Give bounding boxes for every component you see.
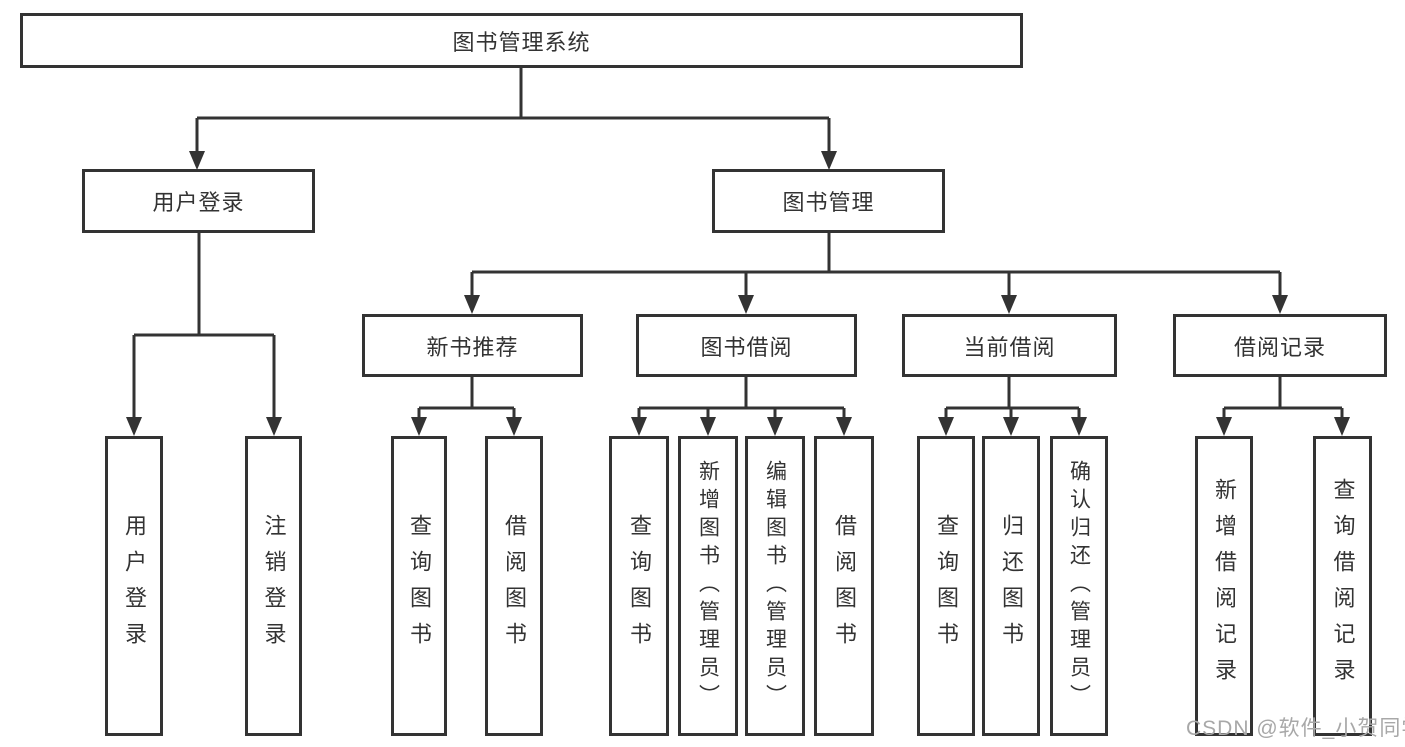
node-current-borrowing: 当前借阅 <box>902 314 1117 377</box>
leaf-add-book-admin: 新增图书（管理员） <box>678 436 738 736</box>
node-label: 当前借阅 <box>963 334 1056 360</box>
node-label: 图书借阅 <box>700 334 793 360</box>
node-label: 新书推荐 <box>426 334 519 360</box>
node-label: 编辑图书（管理员） <box>763 460 787 712</box>
node-label: 新增借阅记录 <box>1212 478 1237 694</box>
node-label: 图书管理 <box>782 190 875 215</box>
node-book-borrowing: 图书借阅 <box>636 314 857 377</box>
leaf-query-books-recommend: 查询图书 <box>391 436 447 736</box>
leaf-borrow-books-recommend: 借阅图书 <box>485 436 543 736</box>
node-borrowing-records: 借阅记录 <box>1173 314 1387 377</box>
leaf-query-books-current: 查询图书 <box>917 436 975 736</box>
leaf-confirm-return-admin: 确认归还（管理员） <box>1050 436 1108 736</box>
node-library-management-system: 图书管理系统 <box>20 13 1023 68</box>
node-label: 查询图书 <box>407 514 432 658</box>
arrowheads <box>126 151 1350 436</box>
node-label: 查询借阅记录 <box>1330 478 1356 694</box>
node-label: 注销登录 <box>261 514 287 658</box>
leaf-query-books-borrowing: 查询图书 <box>609 436 669 736</box>
node-label: 确认归还（管理员） <box>1067 460 1091 712</box>
node-label: 借阅记录 <box>1233 334 1326 360</box>
node-label: 新增图书（管理员） <box>696 460 720 712</box>
leaf-add-borrow-record: 新增借阅记录 <box>1195 436 1253 736</box>
node-book-management: 图书管理 <box>712 169 945 233</box>
node-label: 用户登录 <box>152 190 245 215</box>
node-new-book-recommend: 新书推荐 <box>362 314 583 377</box>
leaf-borrow-books-borrowing: 借阅图书 <box>814 436 874 736</box>
node-label: 借阅图书 <box>502 514 527 658</box>
node-label: 查询图书 <box>934 514 959 658</box>
node-label: 图书管理系统 <box>452 29 591 55</box>
node-label: 归还图书 <box>999 514 1024 658</box>
leaf-logout: 注销登录 <box>245 436 302 736</box>
leaf-edit-book-admin: 编辑图书（管理员） <box>745 436 805 736</box>
watermark-text: CSDN @软件_小贺同学 <box>1186 717 1405 740</box>
leaf-query-borrow-record: 查询借阅记录 <box>1313 436 1372 736</box>
node-label: 查询图书 <box>627 514 652 658</box>
leaf-user-login: 用户登录 <box>105 436 163 736</box>
leaf-return-book: 归还图书 <box>982 436 1040 736</box>
node-user-login: 用户登录 <box>82 169 315 233</box>
node-label: 用户登录 <box>122 514 147 658</box>
node-label: 借阅图书 <box>832 514 857 658</box>
